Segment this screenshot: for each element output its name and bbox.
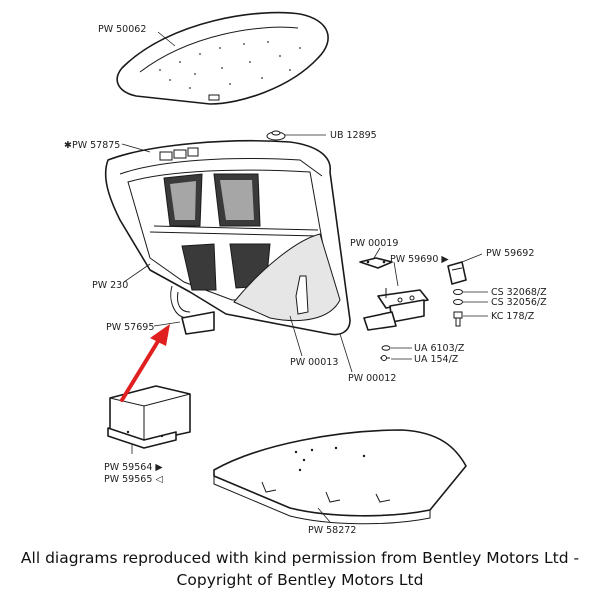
label-pw-230: PW 230 bbox=[92, 280, 128, 291]
label-ua-154: UA 154/Z bbox=[414, 354, 459, 365]
highlight-arrow bbox=[120, 324, 170, 402]
washer-cs-32056 bbox=[453, 299, 463, 305]
boot-floor-panel-pw-58272 bbox=[213, 429, 467, 525]
washer-cs-32068 bbox=[453, 289, 463, 295]
label-cs-32056: CS 32056/Z bbox=[491, 297, 547, 308]
boot-lid bbox=[104, 140, 351, 336]
label-pw-00012: PW 00012 bbox=[348, 373, 396, 384]
label-kc-178: KC 178/Z bbox=[491, 311, 535, 322]
bracket-pw-59692 bbox=[447, 261, 467, 285]
lock-assembly-pw-59690 bbox=[363, 288, 429, 331]
parts-diagram: PW 50062 ✱PW 57875 UB 12895 bbox=[64, 11, 547, 536]
rear-window-glass bbox=[116, 11, 329, 105]
label-pw-00019: PW 00019 bbox=[350, 238, 398, 249]
label-ua-6103: UA 6103/Z bbox=[414, 343, 465, 354]
label-pw-59565: PW 59565 ◁ bbox=[104, 474, 163, 485]
label-pw-59692: PW 59692 bbox=[486, 248, 534, 259]
caption-line-2: Copyright of Bentley Motors Ltd bbox=[176, 571, 424, 589]
label-pw-59564: PW 59564 ▶ bbox=[104, 462, 163, 473]
label-pw-58272: PW 58272 bbox=[308, 525, 356, 536]
label-pw-00013: PW 00013 bbox=[290, 357, 338, 368]
label-pw-50062: PW 50062 bbox=[98, 24, 146, 35]
striker-plate-pw-00019 bbox=[359, 257, 393, 269]
label-ub-12895: UB 12895 bbox=[330, 130, 377, 141]
grommet-ub-12895 bbox=[266, 130, 286, 141]
label-pw-57695: PW 57695 bbox=[106, 322, 154, 333]
screw-kc-178 bbox=[453, 311, 463, 327]
label-pw-57875: ✱PW 57875 bbox=[64, 140, 120, 151]
washer-ua-6103 bbox=[381, 345, 391, 351]
screw-ua-154 bbox=[380, 355, 390, 361]
label-pw-59690: PW 59690 ▶ bbox=[390, 254, 449, 265]
hinge-cover-pw-59564 bbox=[107, 385, 191, 449]
label-cs-32068: CS 32068/Z bbox=[491, 287, 547, 298]
caption-line-1: All diagrams reproduced with kind permis… bbox=[20, 549, 580, 567]
